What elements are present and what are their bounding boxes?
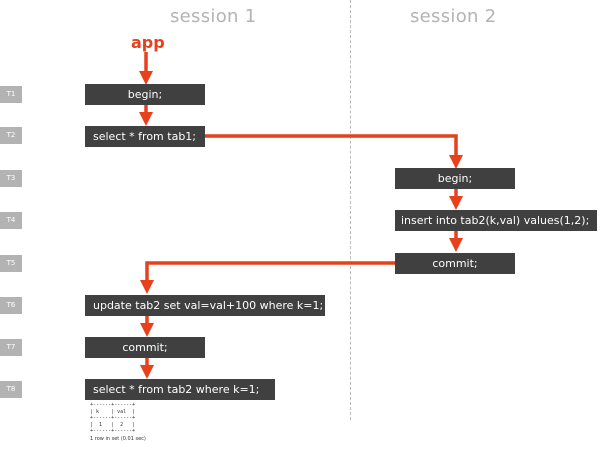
app-label: app (131, 33, 165, 52)
time-label-t6: T6 (0, 297, 22, 314)
session-2-title: session 2 (410, 6, 497, 27)
time-label-t1: T1 (0, 86, 22, 103)
s1-commit-box: commit; (85, 337, 205, 358)
time-label-t2: T2 (0, 127, 22, 144)
s2-begin-box: begin; (395, 168, 515, 189)
time-label-t7: T7 (0, 339, 22, 356)
time-label-t3: T3 (0, 170, 22, 187)
session-1-title: session 1 (170, 6, 257, 27)
s1-update-box: update tab2 set val=val+100 where k=1; (85, 295, 325, 316)
time-label-t4: T4 (0, 212, 22, 229)
s1-select-tab1-box: select * from tab1; (85, 126, 205, 147)
s2-insert-box: insert into tab2(k,val) values(1,2); (395, 210, 597, 231)
session-divider (350, 0, 351, 420)
arrow-select-to-session2-begin (205, 134, 463, 169)
arrow-commit-to-update (140, 261, 395, 294)
s1-begin-box: begin; (85, 84, 205, 105)
query-result: +------+------+ | k | val | +------+----… (90, 402, 146, 443)
time-label-t8: T8 (0, 381, 22, 398)
s1-select-tab2-box: select * from tab2 where k=1; (85, 379, 275, 400)
result-table: +------+------+ | k | val | +------+----… (90, 402, 136, 434)
result-footer: 1 row in set (0.01 sec) (90, 435, 146, 442)
s2-commit-box: commit; (395, 253, 515, 274)
time-label-t5: T5 (0, 255, 22, 272)
